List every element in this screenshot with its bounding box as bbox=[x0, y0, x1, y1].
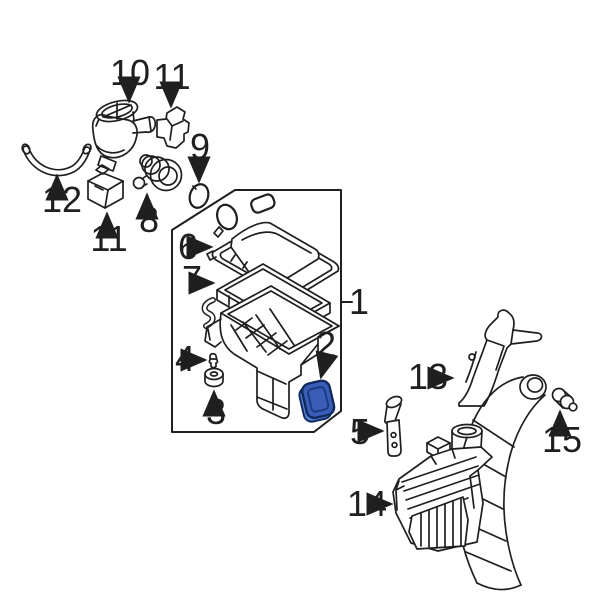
callout-label-15[interactable]: 15 bbox=[542, 419, 582, 460]
ring-notch bbox=[192, 185, 197, 190]
right-face bbox=[94, 180, 124, 209]
housing-rim-inner bbox=[227, 290, 333, 350]
callout-label-14[interactable]: 14 bbox=[347, 483, 387, 524]
callout-label-7[interactable]: 7 bbox=[182, 258, 202, 299]
body-detail bbox=[95, 111, 135, 154]
bracket-outline bbox=[156, 106, 190, 149]
box-edges bbox=[395, 448, 479, 511]
part-4-drawing[interactable] bbox=[208, 352, 219, 369]
part-2-drawing-highlighted[interactable] bbox=[297, 379, 336, 423]
grommet-plate bbox=[250, 193, 276, 214]
callout-label-4[interactable]: 4 bbox=[175, 338, 195, 379]
neck-sides bbox=[451, 430, 483, 450]
neck-top-inner bbox=[457, 426, 477, 436]
part-5-drawing[interactable] bbox=[383, 394, 404, 457]
part-15-drawing[interactable] bbox=[551, 387, 578, 412]
callout-label-10[interactable]: 10 bbox=[110, 52, 150, 93]
part-14-box-drawing[interactable] bbox=[392, 423, 493, 552]
callout-label-12[interactable]: 12 bbox=[42, 179, 82, 220]
tab bbox=[95, 164, 110, 175]
cover-dome-ridge bbox=[241, 231, 312, 254]
part-2-inner-line bbox=[307, 385, 330, 413]
s-clip-core bbox=[203, 298, 215, 328]
flange-spokes bbox=[102, 102, 132, 120]
box-ribs bbox=[401, 456, 481, 519]
housing-left-bracket bbox=[204, 318, 222, 348]
bottom-tab bbox=[97, 155, 117, 172]
side-nozzle bbox=[132, 116, 157, 134]
bracket-hole-1 bbox=[390, 431, 397, 439]
top-face bbox=[87, 172, 124, 191]
part-8-drawing[interactable] bbox=[132, 154, 183, 192]
callout-label-9[interactable]: 9 bbox=[190, 126, 210, 167]
cone-face bbox=[149, 158, 183, 192]
duct-detail bbox=[465, 329, 514, 383]
part-11-upper-drawing[interactable] bbox=[156, 106, 190, 149]
tube-right-edge bbox=[503, 394, 546, 586]
bracket-hole-2 bbox=[391, 441, 398, 449]
cone-face-inner bbox=[158, 166, 178, 186]
tube-top-cap-inner bbox=[526, 377, 544, 393]
duct-hole bbox=[468, 353, 476, 361]
grommet-top bbox=[204, 367, 224, 381]
assembly-small-parts[interactable] bbox=[201, 193, 276, 329]
bolt-lines bbox=[555, 389, 572, 409]
callout-label-6[interactable]: 6 bbox=[178, 226, 198, 267]
fitting-circle bbox=[132, 176, 146, 190]
callout-label-11-lower[interactable]: 11 bbox=[90, 218, 127, 259]
housing-foot bbox=[256, 343, 319, 411]
cover-hatch bbox=[230, 254, 272, 283]
callout-label-1[interactable]: 1 bbox=[349, 281, 369, 322]
callout-label-3[interactable]: 3 bbox=[206, 391, 226, 432]
hose-end-right bbox=[82, 143, 92, 155]
callout-label-13[interactable]: 13 bbox=[408, 356, 448, 397]
assembly-1-boundary-box bbox=[171, 189, 342, 433]
part-12-drawing[interactable] bbox=[21, 143, 93, 177]
grille-slats bbox=[420, 498, 462, 548]
part-11-lower-drawing[interactable] bbox=[87, 164, 124, 209]
grommet-hole bbox=[209, 371, 219, 377]
clamp-tab bbox=[213, 226, 224, 238]
clip-outline bbox=[208, 352, 219, 369]
tube-top-cap bbox=[519, 374, 547, 400]
hose-end-left bbox=[21, 143, 31, 155]
part-9-drawing[interactable] bbox=[187, 182, 212, 210]
tube-bottom-cap bbox=[476, 582, 522, 591]
diagram-root: 10 11 9 12 11 8 6 7 1 4 3 2 13 5 15 14 bbox=[21, 52, 582, 591]
neck-top bbox=[451, 423, 483, 439]
part-6-drawing[interactable] bbox=[206, 221, 340, 301]
housing-outline bbox=[219, 312, 340, 420]
grommet-body bbox=[204, 373, 224, 388]
cone-band-2 bbox=[144, 156, 170, 182]
housing-ribs bbox=[230, 308, 295, 356]
part-10-drawing[interactable] bbox=[91, 97, 157, 172]
part-13-drawing[interactable] bbox=[458, 309, 543, 407]
assembly-1-housing-drawing[interactable] bbox=[204, 285, 340, 420]
bracket-detail bbox=[166, 118, 184, 141]
callout-label-8[interactable]: 8 bbox=[139, 199, 159, 240]
clamp-oval bbox=[216, 203, 238, 231]
callout-label-11-upper[interactable]: 11 bbox=[153, 56, 190, 97]
fitting-stem bbox=[141, 175, 148, 187]
bolt-tip bbox=[568, 402, 578, 412]
ring bbox=[188, 183, 210, 209]
body-outline bbox=[91, 113, 138, 159]
callout-arrow-2 bbox=[315, 350, 339, 380]
part-3-drawing[interactable] bbox=[204, 367, 224, 388]
callout-label-5[interactable]: 5 bbox=[350, 411, 370, 452]
hose-core bbox=[23, 146, 90, 175]
callout-label-2[interactable]: 2 bbox=[316, 324, 336, 365]
left-face bbox=[87, 180, 109, 209]
